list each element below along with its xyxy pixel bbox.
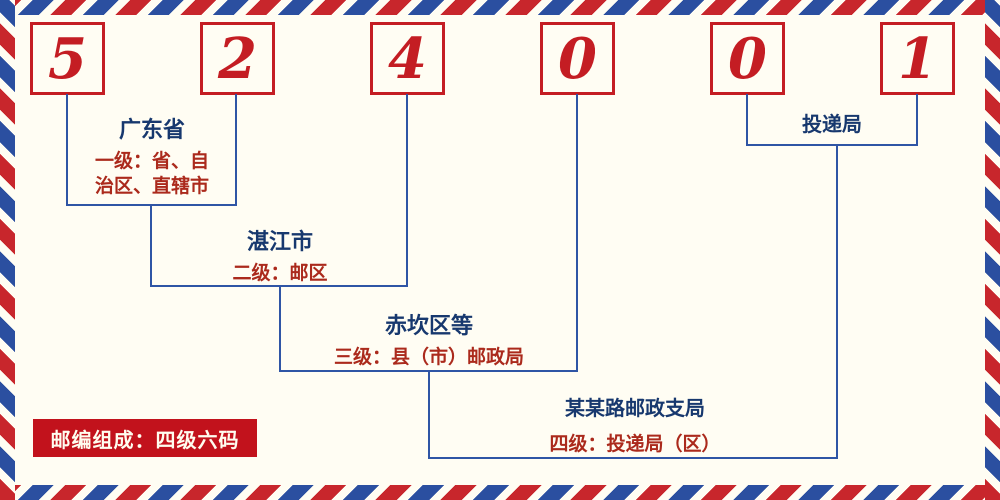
airmail-border-bottom [0, 485, 1000, 500]
level1-description-line1: 一级：省、自 [94, 150, 209, 172]
connector-line-level4-bottom [428, 457, 838, 459]
digit-box-5: 0 [710, 22, 785, 95]
digit-box-2: 2 [200, 22, 275, 95]
level4-description: 四级：投递局（区） [549, 433, 721, 455]
connector-line-delivery-bottom [746, 144, 918, 146]
digit-box-4: 0 [540, 22, 615, 95]
label-level4: 某某路邮政支局 四级：投递局（区） [505, 392, 765, 457]
digit-box-3: 4 [370, 22, 445, 95]
level1-description-line2: 治区、直辖市 [94, 175, 209, 198]
delivery-office-name: 投递局 [802, 112, 862, 136]
level3-description: 三级：县（市）邮政局 [333, 346, 524, 368]
connector-line-level4-right [836, 144, 838, 459]
digit-6: 1 [898, 25, 937, 92]
airmail-border-top [0, 0, 1000, 15]
connector-line-delivery-left [746, 94, 748, 146]
connector-line-level3-left [279, 285, 281, 372]
label-level1: 广东省 一级：省、自 治区、直辖市 [52, 112, 252, 199]
connector-line-level2-right [406, 94, 408, 287]
label-level3: 赤坎区等 三级：县（市）邮政局 [300, 308, 558, 370]
digit-4: 0 [558, 25, 597, 92]
label-level2: 湛江市 二级：邮区 [180, 224, 380, 286]
connector-line-level2-left [150, 204, 152, 287]
connector-line-level1-left [66, 94, 68, 206]
postal-code-composition-badge: 邮编组成：四级六码 [33, 419, 257, 457]
digit-box-1: 5 [30, 22, 105, 95]
digit-1: 5 [48, 25, 87, 92]
connector-line-level1-right [235, 94, 237, 206]
connector-line-level4-left [428, 370, 430, 459]
level4-office-name: 某某路邮政支局 [565, 396, 705, 420]
connector-line-level3-right [576, 94, 578, 372]
level3-region-name: 赤坎区等 [384, 314, 473, 339]
airmail-border-left [0, 0, 15, 500]
digit-3: 4 [388, 25, 427, 92]
level2-description: 二级：邮区 [232, 262, 328, 284]
digit-5: 0 [728, 25, 767, 92]
label-delivery-office: 投递局 [752, 108, 912, 142]
airmail-border-right [985, 0, 1000, 500]
level1-region-name: 广东省 [118, 118, 185, 143]
level2-region-name: 湛江市 [246, 230, 313, 255]
digit-2: 2 [218, 25, 257, 92]
connector-line-delivery-right [916, 94, 918, 146]
digit-box-6: 1 [880, 22, 955, 95]
